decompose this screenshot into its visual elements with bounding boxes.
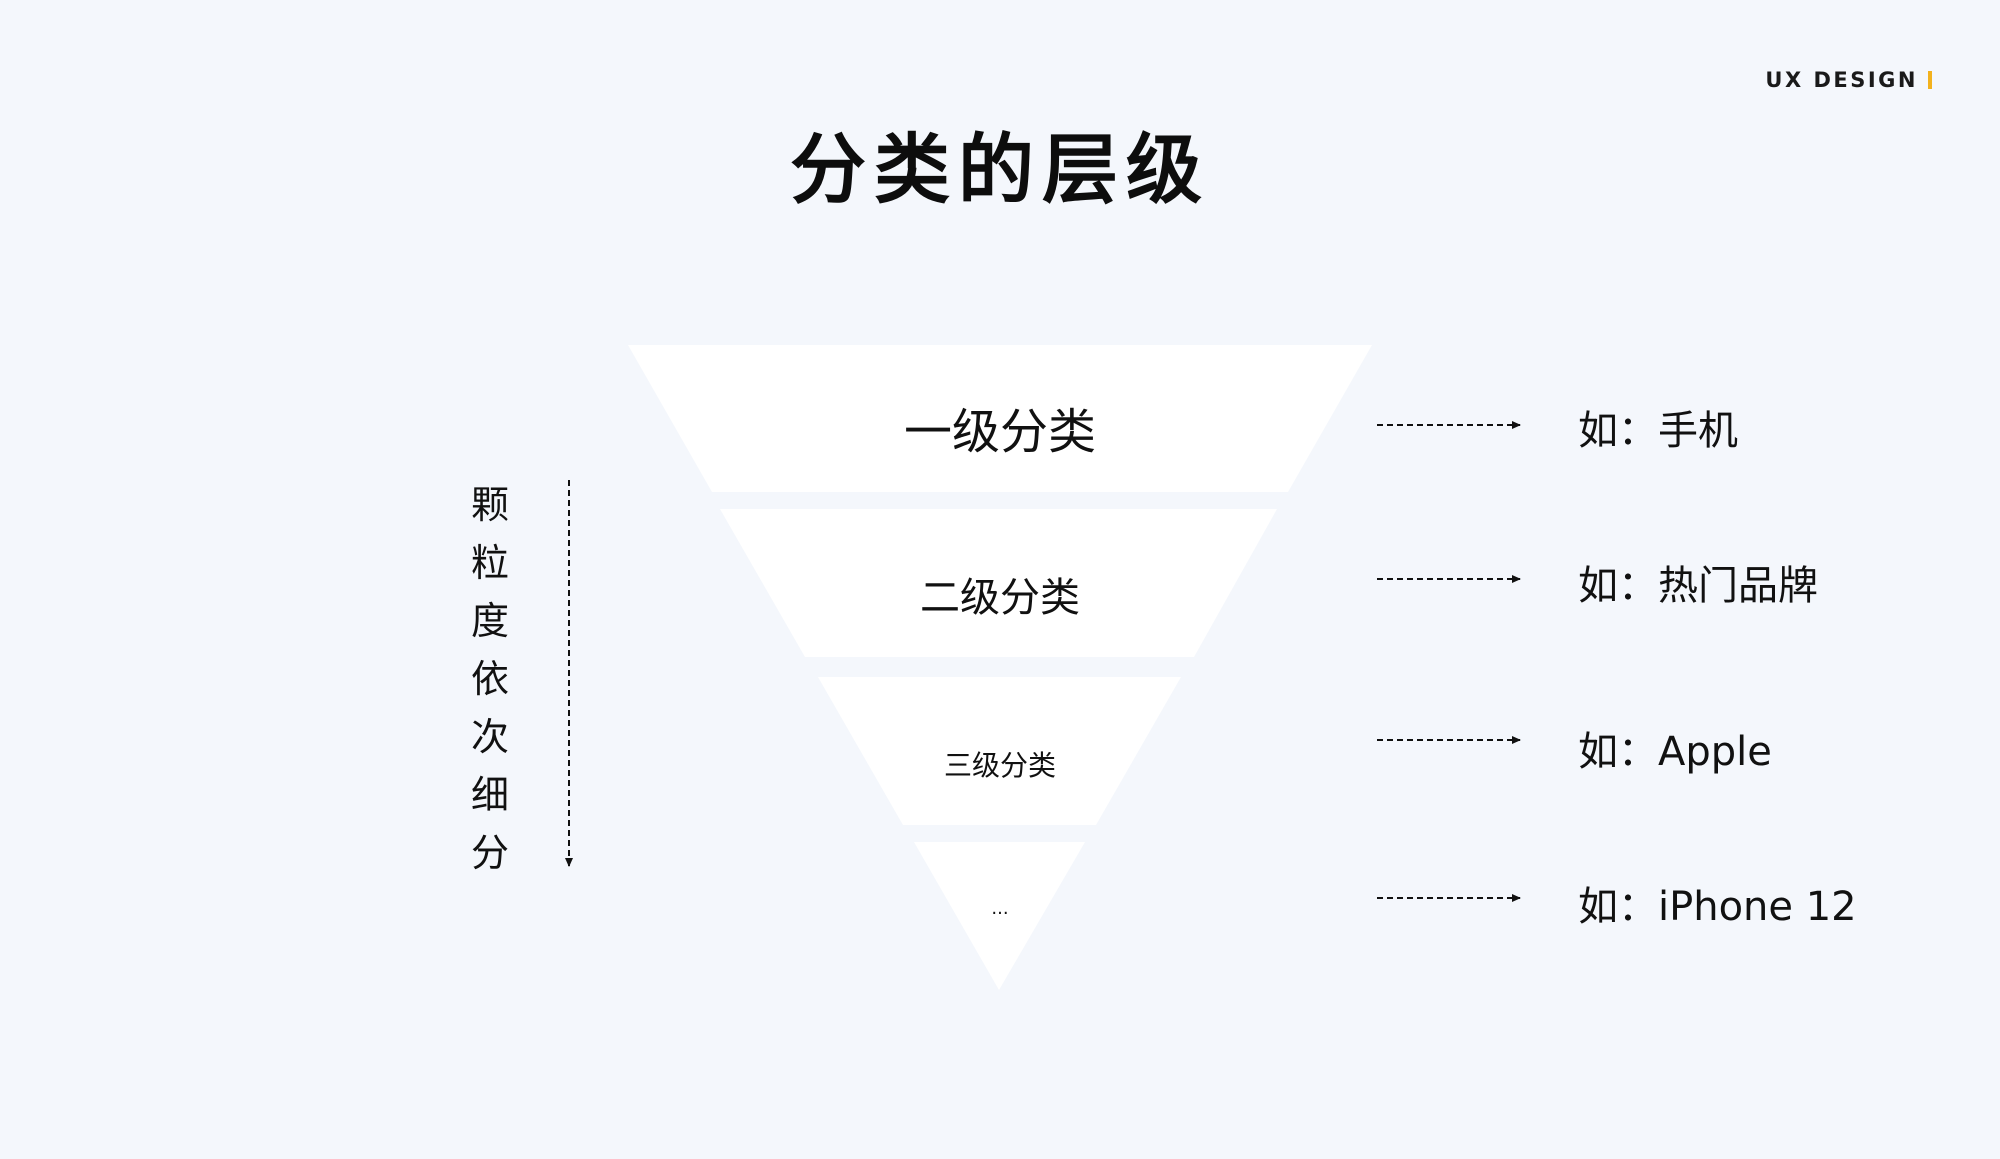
level-label-3: 三级分类 (943, 749, 1056, 782)
example-level-2: 如：热门品牌 (1578, 563, 1818, 609)
granularity-char: 次 (470, 715, 509, 759)
granularity-char: 分 (470, 831, 509, 875)
level-label-4: ... (991, 898, 1009, 919)
granularity-char: 依 (470, 657, 509, 701)
brand-mark: UX DESIGN (1765, 68, 1932, 92)
brand-text: UX DESIGN (1765, 68, 1918, 92)
example-level-1: 如：手机 (1578, 408, 1738, 454)
granularity-char: 度 (470, 599, 509, 643)
granularity-char: 颗 (470, 483, 509, 527)
granularity-note: 颗 粒 度 依 次 细 分 (466, 476, 514, 882)
granularity-char: 粒 (470, 541, 509, 585)
funnel-level-3 (818, 677, 1181, 825)
funnel-level-1 (628, 345, 1372, 492)
level-label-2: 二级分类 (920, 575, 1080, 621)
funnel-level-2 (720, 509, 1277, 657)
page-title: 分类的层级 (790, 125, 1210, 214)
level-label-1: 一级分类 (903, 404, 1096, 460)
example-level-3: 如：Apple (1578, 729, 1772, 775)
granularity-char: 细 (470, 773, 509, 817)
example-level-4: 如：iPhone 12 (1578, 884, 1857, 930)
funnel-level-4 (914, 842, 1085, 990)
brand-accent-bar (1928, 71, 1932, 89)
